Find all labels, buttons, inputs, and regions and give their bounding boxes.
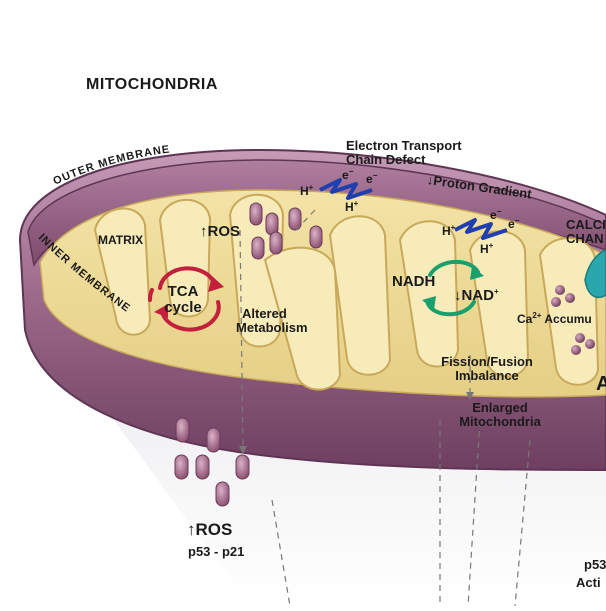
ros-vesicles-inner	[249, 202, 323, 260]
diagram-title: MITOCHONDRIA	[86, 76, 218, 93]
calcium-line2: CHAN	[566, 230, 604, 246]
calcium-dots	[551, 285, 595, 355]
acti-right-label: Acti	[576, 575, 601, 590]
tca-cycle-arrows	[148, 266, 221, 332]
electron-bolts	[319, 178, 508, 240]
enlarged-line1: Enlarged	[472, 400, 528, 415]
ros-vesicles-outer	[174, 417, 250, 507]
altered-metabolism-label: Altered Metabolism	[236, 307, 308, 334]
ros-inner-label: ↑ROS	[200, 223, 241, 240]
e-minus-4: e−	[508, 216, 520, 231]
tca-line1: TCA	[167, 283, 199, 300]
h-plus-4: H+	[480, 241, 494, 256]
etc-line2: Chain Defect	[346, 151, 426, 167]
nadh-label: NADH	[392, 273, 436, 290]
tca-line2: cycle	[164, 298, 202, 316]
h-plus-2: H+	[345, 199, 359, 214]
nad-label: ↓NAD+	[454, 287, 499, 304]
tca-cycle-label: TCA cycle	[162, 284, 204, 316]
calcium-channel	[584, 249, 606, 299]
enlarged-line2: Mitochondria	[459, 413, 541, 429]
etc-defect-label: Electron Transport Chain Defect	[346, 139, 462, 166]
fission-fusion-label: Fission/Fusion Imbalance	[434, 355, 540, 382]
h-plus-1: H+	[300, 183, 314, 198]
e-minus-2: e−	[366, 171, 378, 186]
matrix-label: MATRIX	[98, 233, 144, 247]
p53-p21-label: p53 - p21	[188, 544, 245, 559]
e-minus-3: e−	[490, 207, 502, 222]
e-minus-1: e−	[342, 167, 354, 182]
ros-outer-label: ↑ROS	[187, 520, 233, 539]
fission-line2: Imbalance	[455, 367, 519, 383]
cristae-folds	[93, 193, 600, 391]
h-plus-3: H+	[442, 223, 456, 238]
right-a-label: A	[596, 373, 606, 395]
p53-right-label: p53	[584, 557, 606, 572]
altered-line2: Metabolism	[236, 319, 308, 335]
calcium-channel-label: CALCI CHAN	[566, 218, 606, 245]
calcium-line1: CALCI	[566, 217, 606, 232]
nadh-cycle-arrows	[426, 259, 480, 317]
etc-line1: Electron Transport	[346, 138, 462, 153]
calcium-accumulation-label: Ca2+ Accumu	[517, 311, 592, 326]
enlarged-mitochondria-label: Enlarged Mitochondria	[446, 401, 554, 428]
dashed-connectors	[239, 209, 531, 607]
altered-line1: Altered	[242, 306, 287, 321]
fission-line1: Fission/Fusion	[441, 354, 533, 369]
